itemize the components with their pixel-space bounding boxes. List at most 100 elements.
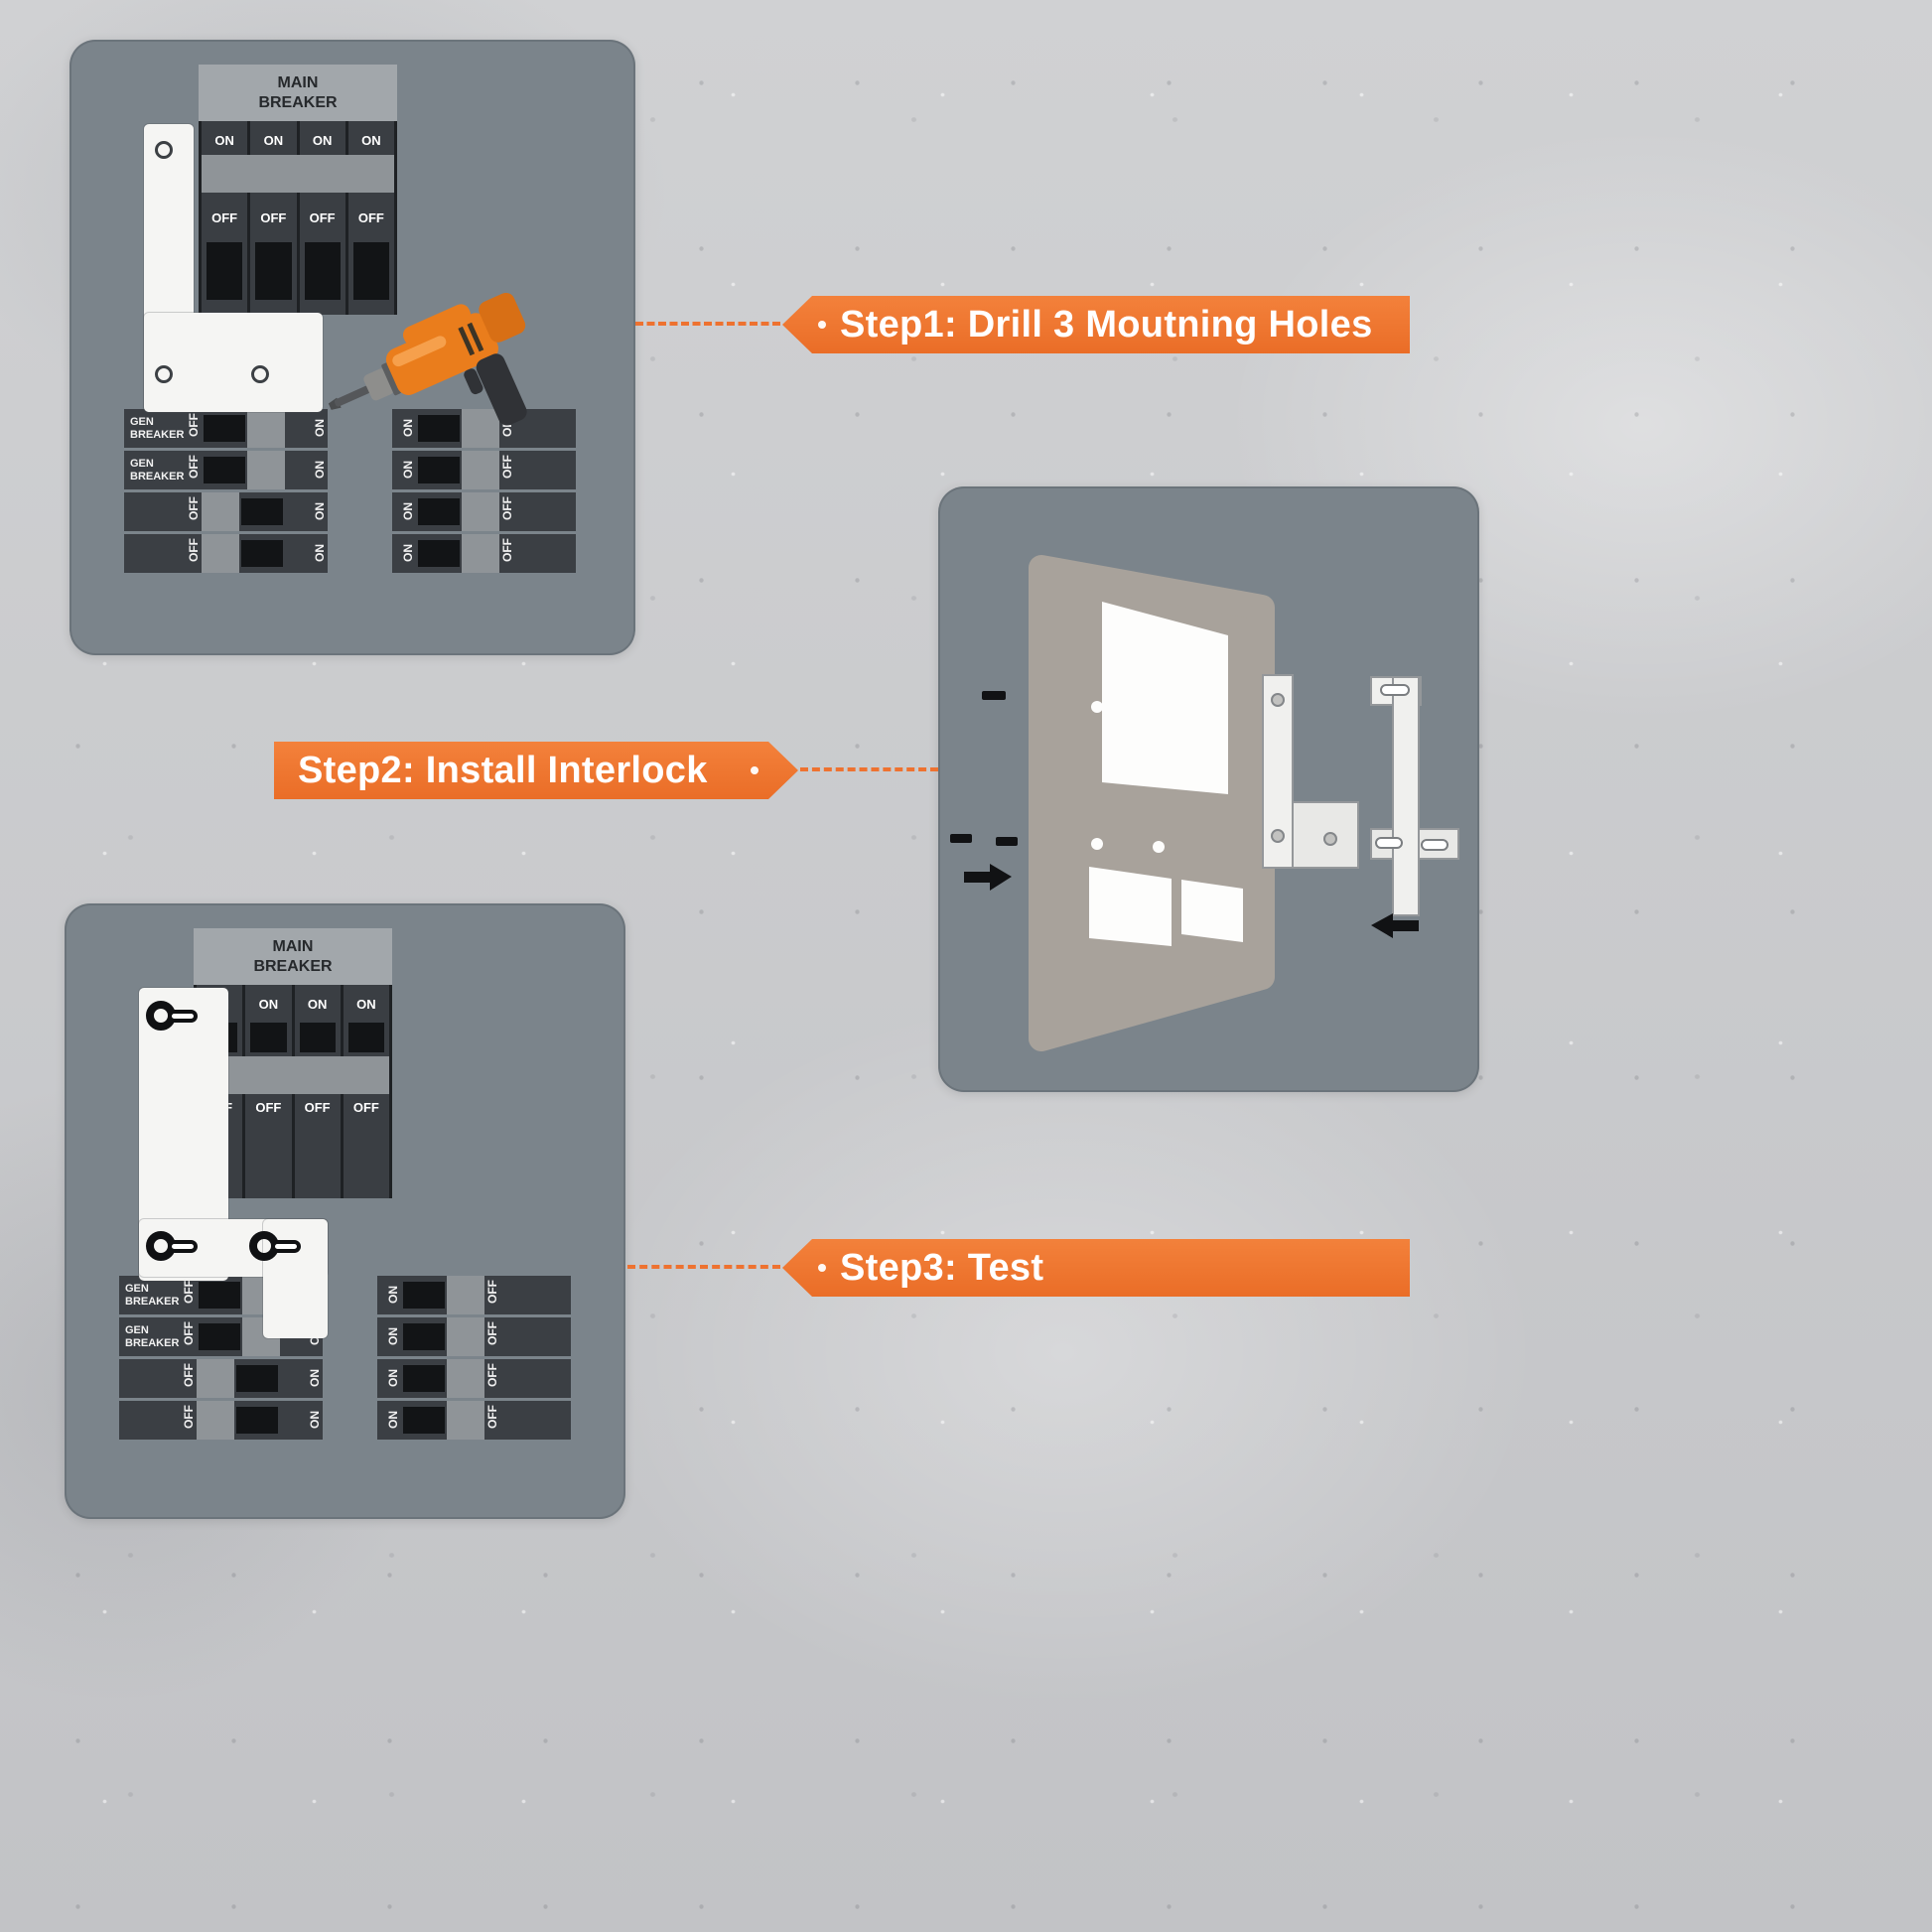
on-label: ON: [386, 1368, 400, 1387]
slot-hole: [1421, 839, 1449, 851]
interlock-bracket: [1262, 674, 1359, 869]
breaker-handle: [462, 451, 499, 489]
gen-breaker-label: GEN BREAKER: [125, 1283, 180, 1308]
on-label: ON: [313, 543, 327, 562]
on-label: ON: [386, 1326, 400, 1345]
drill-icon: [328, 292, 527, 426]
lock-icon: [146, 1001, 202, 1031]
breaker-row: OFF ON: [119, 1401, 323, 1440]
on-label: ON: [258, 997, 279, 1012]
callout-dot: [818, 321, 826, 329]
breaker-row: ON OFF: [377, 1401, 571, 1440]
plate-window-cutout: [1102, 602, 1228, 794]
breaker-row: ON OFF: [392, 451, 576, 489]
off-label: OFF: [187, 495, 201, 520]
breaker-switch: [204, 457, 245, 483]
breaker-switch: [418, 415, 460, 442]
breaker-switch: [418, 540, 460, 567]
step1-callout: Step1: Drill 3 Moutning Holes: [782, 296, 1410, 353]
breaker-switch: [236, 1365, 278, 1392]
breaker-handle: [462, 534, 499, 573]
main-breaker-pole: ON OFF: [299, 121, 345, 315]
on-label: ON: [312, 133, 333, 148]
breaker-handle: [247, 409, 285, 448]
mounting-hole: [251, 365, 269, 383]
mounting-hole: [1091, 701, 1103, 713]
alignment-mark: [996, 837, 1018, 846]
breaker-handle: [462, 409, 499, 448]
gen-breaker-label: GEN BREAKER: [130, 416, 185, 441]
slotted-bracket: [1370, 676, 1459, 916]
plate-cutout: [1089, 867, 1172, 946]
step1-label: Step1: Drill 3 Moutning Holes: [840, 303, 1373, 345]
gen-breaker-group: GEN BREAKER OFF ON GEN BREAKER OFF ON OF…: [124, 409, 328, 573]
off-label: OFF: [485, 1279, 499, 1304]
alignment-mark: [950, 834, 972, 843]
off-label: OFF: [500, 454, 514, 479]
on-label: ON: [361, 133, 381, 148]
off-label: OFF: [187, 454, 201, 479]
breaker-handle: [202, 534, 239, 573]
arrow-right-icon: [964, 864, 1012, 891]
mounting-hole: [1153, 841, 1165, 853]
gen-breaker-label: GEN BREAKER: [125, 1324, 180, 1349]
off-label: OFF: [255, 1100, 282, 1115]
off-label: OFF: [485, 1320, 499, 1345]
on-label: ON: [307, 997, 328, 1012]
on-label: ON: [308, 1410, 322, 1429]
off-label: OFF: [182, 1320, 196, 1345]
on-label: ON: [263, 133, 284, 148]
main-breaker-pole: ON OFF: [250, 121, 297, 315]
breaker-switch: [236, 1407, 278, 1434]
step2-callout: Step2: Install Interlock: [274, 742, 798, 799]
breaker-row: OFF ON: [124, 492, 328, 531]
breaker-handle: [197, 1359, 234, 1398]
mounting-hole: [155, 365, 173, 383]
off-label: OFF: [260, 210, 287, 225]
panel-step2-interlock-kit: [938, 486, 1479, 1092]
on-label: ON: [313, 501, 327, 520]
off-label: OFF: [352, 1100, 379, 1115]
main-breaker-pole: ON OFF: [202, 121, 248, 315]
lock-icon: [146, 1231, 202, 1261]
callout-dot: [818, 1264, 826, 1272]
breaker-switch: [204, 415, 245, 442]
on-label: ON: [308, 1368, 322, 1387]
breaker-row: ON OFF: [392, 409, 576, 448]
main-breaker-label: MAIN BREAKER: [199, 65, 397, 121]
gen-breaker-row: GEN BREAKER OFF ON: [124, 451, 328, 489]
step2-leader-line: [800, 767, 938, 771]
step3-leader-line: [627, 1265, 780, 1269]
callout-dot: [751, 766, 759, 774]
breaker-row: OFF ON: [119, 1359, 323, 1398]
main-breaker-handle: [197, 1056, 389, 1094]
breaker-switch: [199, 1282, 240, 1309]
breaker-body: [299, 1023, 336, 1052]
breaker-row: ON OFF: [377, 1276, 571, 1314]
alignment-mark: [982, 691, 1006, 700]
off-label: OFF: [182, 1404, 196, 1429]
main-breaker-pole: ON OFF: [347, 121, 394, 315]
slot-hole: [1380, 684, 1410, 696]
breaker-row: ON OFF: [377, 1317, 571, 1356]
interlock-kit-diagram: [950, 555, 1459, 1051]
step3-label: Step3: Test: [840, 1246, 1044, 1289]
breaker-switch: [241, 540, 283, 567]
on-label: ON: [401, 543, 415, 562]
breaker-body: [207, 242, 243, 300]
panel-step3-breaker-box: MAIN BREAKER ON OFF ON OFF ON OFF ON OFF: [65, 903, 625, 1519]
on-label: ON: [214, 133, 234, 148]
breaker-handle: [202, 492, 239, 531]
breaker-body: [255, 242, 292, 300]
step3-callout: Step3: Test: [782, 1239, 1410, 1297]
on-label: ON: [386, 1410, 400, 1429]
plate-cutout: [1181, 880, 1243, 942]
off-label: OFF: [304, 1100, 331, 1115]
breaker-switch: [403, 1282, 445, 1309]
breaker-handle: [197, 1401, 234, 1440]
gen-breaker-row: GEN BREAKER OFF ON: [124, 409, 328, 448]
on-label: ON: [356, 997, 376, 1012]
breaker-body: [304, 242, 341, 300]
arrow-left-icon: [1371, 913, 1419, 938]
breaker-handle: [447, 1276, 484, 1314]
